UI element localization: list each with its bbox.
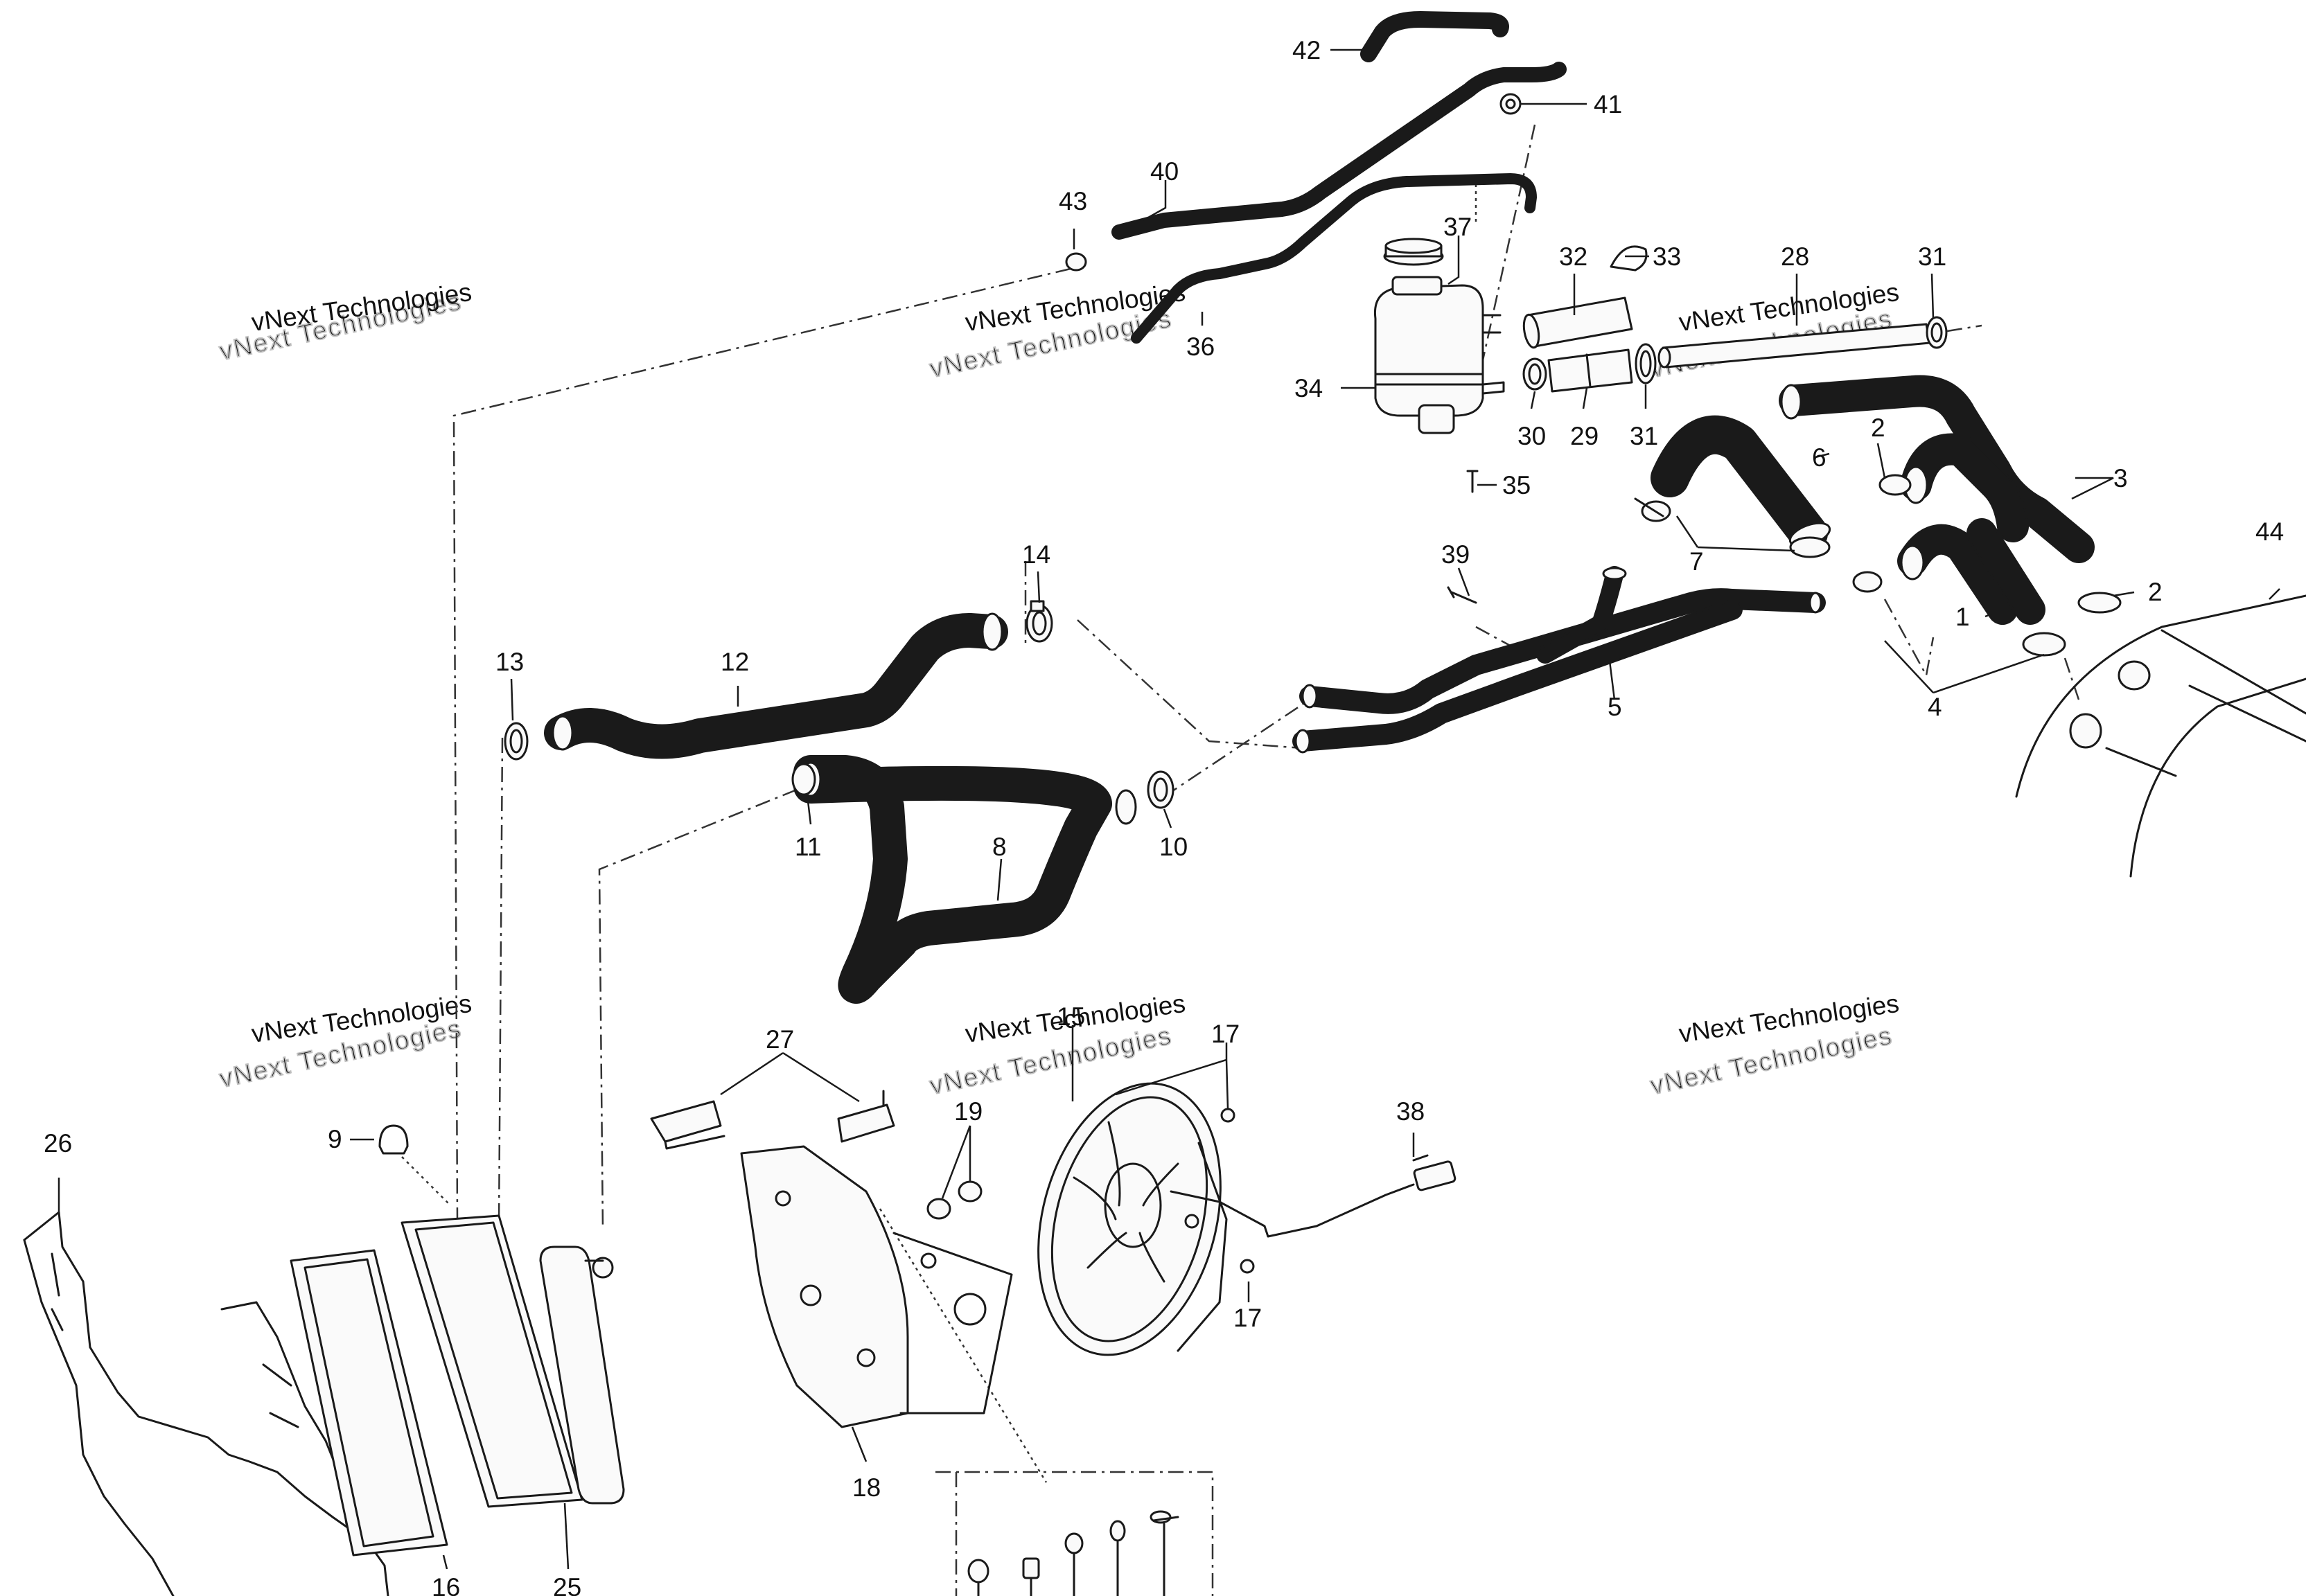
part-8-radiator-hose [793, 755, 1137, 1004]
part-6-hose [1651, 415, 1831, 553]
part-27-brackets [650, 1090, 895, 1150]
part-1-hose [1897, 518, 2045, 625]
callouts: 42 41 40 43 37 32 33 28 31 36 34 30 29 3… [44, 36, 2284, 1596]
part-42-overflow-hose [1360, 11, 1509, 62]
callout-17: 17 [1233, 1304, 1262, 1332]
part-10-clamp [1147, 770, 1174, 809]
callout-14: 14 [1022, 540, 1050, 569]
callout-31: 31 [1630, 422, 1658, 450]
hardware-set [967, 1510, 1179, 1596]
callout-2: 2 [2148, 578, 2163, 606]
part-44-engine [2015, 594, 2306, 878]
callout-7: 7 [1689, 547, 1704, 576]
callout-2: 2 [1871, 414, 1885, 442]
callout-5: 5 [1608, 693, 1622, 721]
callout-12: 12 [721, 648, 749, 676]
callout-29: 29 [1570, 422, 1599, 450]
watermarks: vNext Technologies vNext Technologies vN… [216, 278, 1901, 1101]
part-34-expansion-tank [1373, 276, 1505, 434]
part-17-nuts [1184, 1108, 1255, 1274]
callout-28: 28 [1781, 242, 1809, 271]
part-15-cooling-fan [1037, 1082, 1228, 1356]
part-32-sleeve [1522, 296, 1633, 349]
part-14-clamp [1026, 600, 1053, 643]
part-19-grommets [926, 1180, 983, 1220]
part-39-bolt [1447, 586, 1477, 604]
callout-27: 27 [766, 1025, 794, 1054]
callout-31: 31 [1918, 242, 1946, 271]
callout-25: 25 [553, 1573, 581, 1596]
callout-43: 43 [1059, 187, 1087, 215]
callout-44: 44 [2255, 517, 2284, 546]
part-3-hose [1779, 375, 2095, 563]
part-16-radiator-core [290, 1249, 448, 1557]
part-11-clamp [791, 763, 816, 796]
callout-37: 37 [1443, 213, 1472, 241]
callout-26: 26 [44, 1129, 72, 1158]
part-29-hose [1547, 348, 1633, 393]
part-30-clamp [1522, 357, 1547, 391]
callout-19: 19 [954, 1097, 983, 1126]
callout-8: 8 [992, 833, 1007, 861]
part-5-coolant-pipes [1292, 566, 1826, 754]
part-37-cap [1383, 238, 1444, 266]
part-38-harness [1170, 1154, 1456, 1238]
callout-6: 6 [1812, 443, 1827, 472]
callout-9: 9 [328, 1125, 342, 1153]
part-41-clamp [1499, 93, 1522, 115]
callout-35: 35 [1502, 471, 1531, 499]
callout-41: 41 [1594, 90, 1622, 118]
callout-40: 40 [1150, 157, 1179, 186]
part-31-clamp-lower [1635, 343, 1657, 384]
callout-39: 39 [1441, 540, 1470, 569]
callout-16: 16 [432, 1573, 460, 1596]
part-12-radiator-hose [544, 612, 1008, 759]
callout-38: 38 [1396, 1097, 1425, 1126]
part-18-fan-shroud [740, 1145, 1013, 1428]
part-25-radiator [401, 1214, 625, 1508]
part-33-clip [1610, 245, 1648, 272]
callout-11: 11 [795, 833, 821, 861]
callout-10: 10 [1159, 833, 1188, 861]
part-2-clamps [1852, 474, 2122, 614]
callout-15: 15 [1057, 1002, 1085, 1031]
part-43-clamp [1065, 252, 1087, 272]
part-4-clamps [2022, 632, 2066, 657]
part-35-screw [1466, 470, 1479, 493]
leader-lines [58, 48, 2280, 1570]
callout-33: 33 [1653, 242, 1681, 271]
callout-3: 3 [2113, 464, 2128, 493]
callout-30: 30 [1517, 422, 1546, 450]
callout-17: 17 [1211, 1020, 1240, 1048]
callout-4: 4 [1928, 693, 1942, 721]
callout-18: 18 [852, 1473, 881, 1502]
callout-42: 42 [1292, 36, 1321, 64]
callout-1: 1 [1955, 603, 1970, 631]
assembly-lines [452, 124, 1536, 1596]
part-13-clamp [504, 722, 529, 761]
callout-36: 36 [1186, 332, 1215, 361]
callout-34: 34 [1294, 374, 1323, 402]
part-7-clamps [1634, 497, 1831, 558]
part-40-vent-hose [1111, 62, 1567, 240]
callout-13: 13 [495, 648, 524, 676]
part-9-clamp [378, 1124, 451, 1206]
part-36-hose [1131, 173, 1537, 344]
callout-32: 32 [1559, 242, 1587, 271]
part-31-clamp-upper [1926, 316, 1948, 349]
